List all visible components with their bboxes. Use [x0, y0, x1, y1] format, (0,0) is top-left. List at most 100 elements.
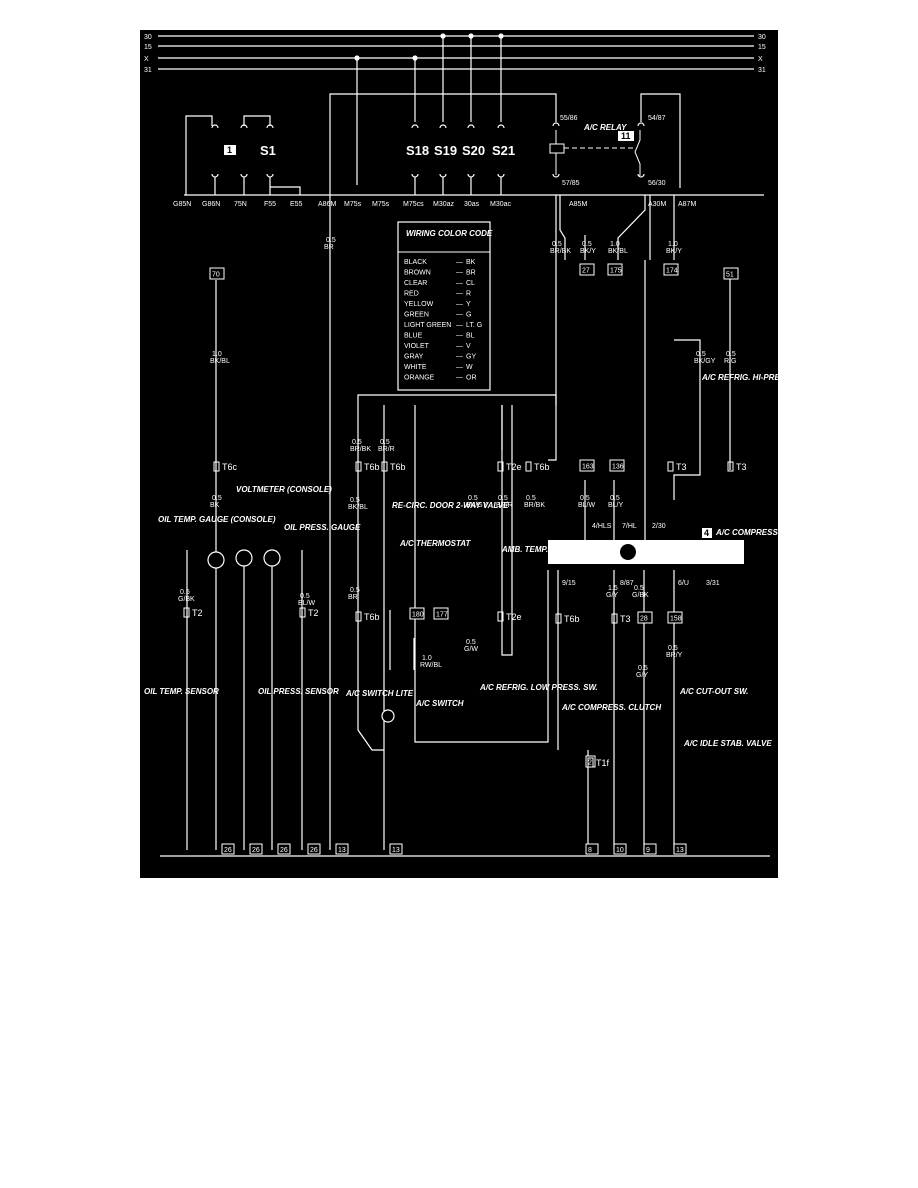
ground-ref-label: 26	[224, 847, 232, 854]
compress-unit-body	[548, 540, 744, 564]
fuse-symbols	[185, 115, 645, 195]
unit-pin-7hl: 7/HL	[622, 523, 637, 530]
wire-gauge: 0.5	[610, 495, 620, 502]
relay-name: A/C RELAY	[583, 123, 627, 132]
fuse-block-ref: 1	[227, 145, 232, 155]
ref-box-label: 177	[436, 612, 448, 619]
connector-symbol	[355, 611, 362, 622]
oil-temp-sensor-label: OIL TEMP. SENSOR	[144, 687, 219, 696]
fuse-s18-label: S18	[406, 143, 429, 158]
color-dash: —	[456, 354, 463, 361]
connector-label: T6b	[564, 614, 580, 624]
column-number: 194	[288, 866, 304, 876]
connector-symbol	[555, 613, 562, 624]
ref-box-label: 163	[582, 464, 594, 471]
connector-label: T6b	[390, 462, 406, 472]
color-abbrev: BR	[466, 270, 476, 277]
connector-symbol	[587, 757, 594, 768]
pin-label: A87M	[678, 201, 696, 208]
ref-box	[609, 459, 625, 472]
color-name: BLACK	[404, 259, 427, 266]
ref-box	[723, 267, 739, 280]
column-number: 198	[400, 866, 416, 876]
ground-ref-box	[307, 843, 321, 855]
connector-label: T1f	[596, 758, 610, 768]
ref-box	[579, 459, 595, 472]
connector-symbol	[497, 461, 504, 472]
wire-gauge: 0.5	[326, 237, 336, 244]
color-code-title: WIRING COLOR CODE	[406, 229, 493, 238]
ref-box-label: 27	[582, 268, 590, 275]
color-name: ORANGE	[404, 375, 435, 382]
bus-label-30-left: 30	[144, 34, 152, 41]
relay-pin-57-85: 57/85	[562, 180, 580, 187]
wire-color: BR/BK	[524, 502, 545, 509]
connector-label: T3	[676, 462, 687, 472]
wire-gauge: 0.5	[552, 241, 562, 248]
wiring-diagram: 30 15 X 31 30 15 X 31 1 S1	[140, 30, 840, 883]
oil-temp-gauge-label: OIL TEMP. GAUGE (CONSOLE)	[158, 515, 276, 524]
column-number: 201	[485, 866, 501, 876]
connector-label: T3	[736, 462, 747, 472]
pin-label: G86N	[202, 201, 220, 208]
wire-color: BR/BK	[350, 446, 371, 453]
ref-box-label: 180	[412, 612, 424, 619]
color-name: BLUE	[404, 333, 423, 340]
ref-box-label: 174	[666, 268, 678, 275]
color-abbrev: Y	[466, 301, 471, 308]
wire-color: G/Y	[636, 672, 648, 679]
refrig-low-label: A/C REFRIG. LOW PRESS. SW.	[479, 683, 598, 692]
wire-color: BL/W	[578, 502, 596, 509]
recirc-valve-label: RE-CIRC. DOOR 2-WAY VALVE	[392, 501, 509, 510]
color-name: CLEAR	[404, 280, 427, 287]
color-name: BROWN	[404, 270, 431, 277]
color-dash: —	[456, 280, 463, 287]
color-name: WHITE	[404, 364, 427, 371]
color-dash: —	[456, 259, 463, 266]
ground-ref-label: 26	[252, 847, 260, 854]
wire-gauge: 1.0	[668, 241, 678, 248]
color-dash: —	[456, 322, 463, 329]
relay-ref: 11	[621, 131, 631, 141]
column-number: 193	[260, 866, 276, 876]
color-abbrev: GY	[466, 354, 476, 361]
bus-taps	[329, 33, 681, 195]
wire-gauge: 0.5	[468, 495, 478, 502]
ref-box-label: 51	[726, 272, 734, 279]
pin-label: E55	[290, 201, 303, 208]
relay-ref-box	[618, 131, 634, 141]
color-abbrev: R	[466, 291, 471, 298]
pin-label: M30az	[433, 201, 455, 208]
ground-ref-box	[221, 843, 235, 855]
compress-clutch-label: A/C COMPRESS. CLUTCH	[561, 703, 661, 712]
color-name: VIOLET	[404, 343, 430, 350]
wiring	[160, 195, 770, 857]
color-dash: —	[456, 333, 463, 340]
cutout-sw-label: A/C CUT-OUT SW.	[679, 687, 748, 696]
ref-box	[667, 611, 683, 624]
color-dash: —	[456, 364, 463, 371]
fuse-s19-label: S19	[434, 143, 457, 158]
wire-gauge: 0.5	[638, 665, 648, 672]
ground-ref-label: 9	[646, 847, 650, 854]
wire-gauge: 1.0	[212, 351, 222, 358]
ref-box	[663, 263, 679, 276]
color-abbrev: BL	[466, 333, 475, 340]
pin-label: A86M	[318, 201, 336, 208]
color-dash: —	[456, 291, 463, 298]
ground-ref-box	[277, 843, 291, 855]
wire-color: BK/GY	[466, 502, 488, 509]
wire-color: G/BK	[632, 592, 649, 599]
color-dash: —	[456, 312, 463, 319]
relay-pin-56-30: 56/30	[648, 180, 666, 187]
wire-gauge: 0.5	[580, 495, 590, 502]
connector-symbol	[611, 613, 618, 624]
ground-ref-label: 13	[338, 847, 346, 854]
relay-pin-55-86: 55/86	[560, 115, 578, 122]
fuse-pin-labels: G85N G86N 75N F55 E55 A86M M75s M75s M75…	[173, 201, 696, 208]
bus-label-x-left: X	[144, 56, 149, 63]
compress-unit-k-icon	[620, 544, 636, 560]
ground-ref-box	[613, 843, 627, 855]
